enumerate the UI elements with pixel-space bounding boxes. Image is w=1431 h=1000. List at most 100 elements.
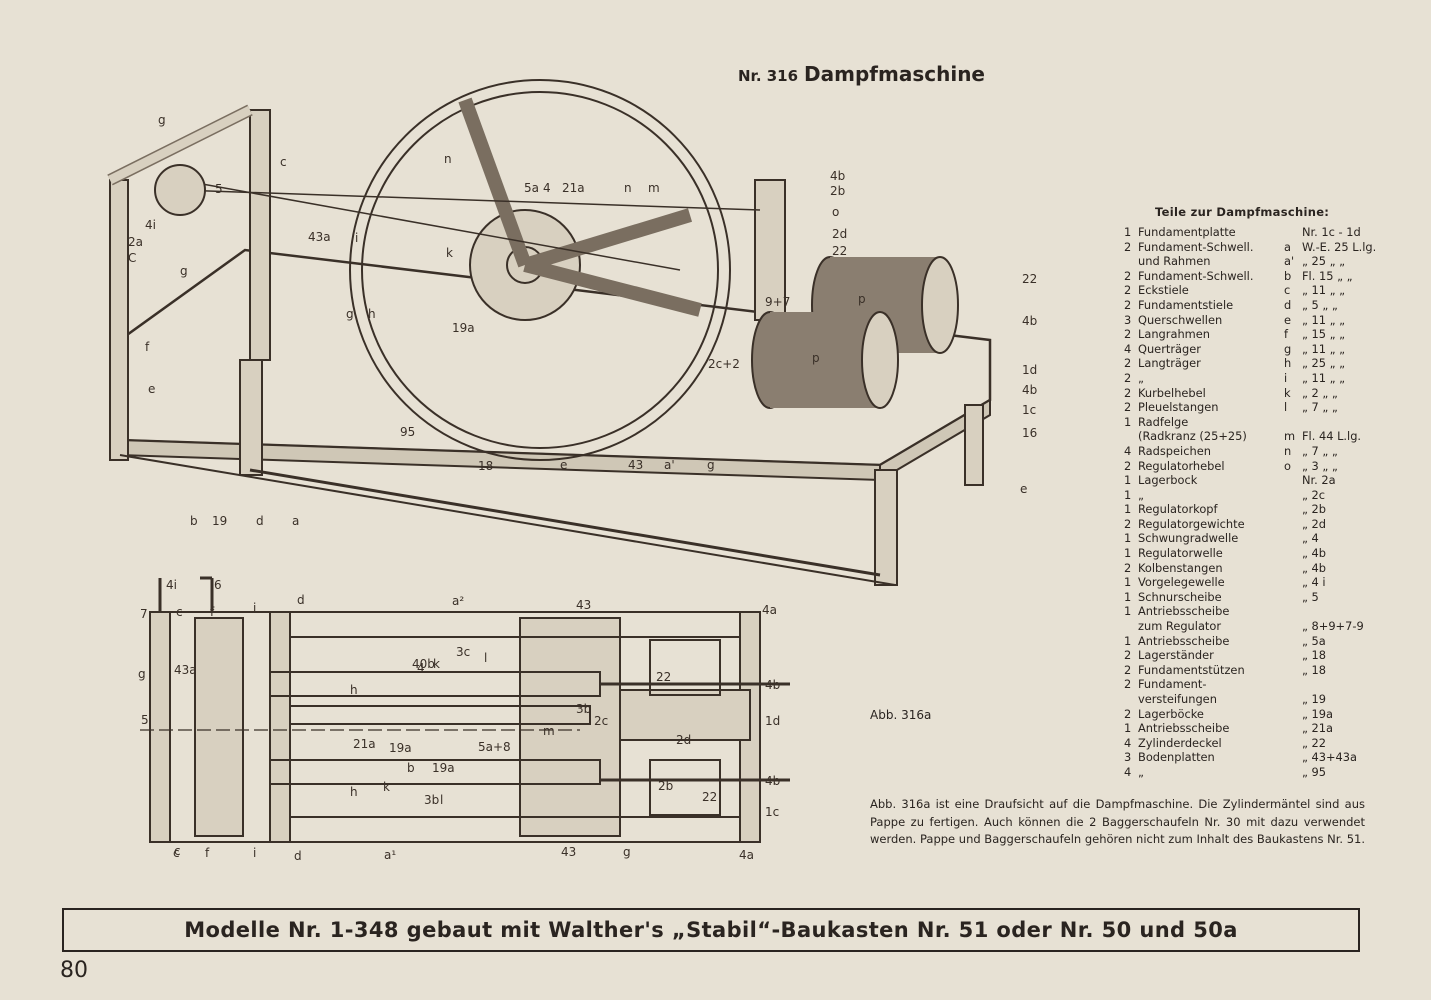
drawing-label: 4b (1022, 383, 1037, 397)
parts-letter (1284, 531, 1302, 546)
parts-dim: „ 4b (1302, 546, 1326, 561)
parts-dim: „ 2d (1302, 516, 1326, 531)
drawing-label: 2b (830, 184, 845, 198)
drawing-label: c (174, 844, 181, 858)
drawing-label: g (707, 458, 715, 472)
drawing-label: n (444, 152, 452, 166)
drawing-label: 4a (739, 848, 754, 862)
drawing-label: 6 (214, 578, 222, 592)
drawing-label: 3b (424, 793, 439, 807)
drawing-label: 5 (215, 182, 223, 196)
parts-dim: „ 21a (1302, 721, 1333, 736)
drawing-label: g (180, 264, 188, 278)
parts-dim: „ 11 „ „ (1302, 341, 1346, 356)
drawing-label: n (624, 181, 632, 195)
parts-dim: „ 19a (1302, 706, 1333, 721)
drawing-label: 4i (145, 218, 156, 232)
drawing-label: h (368, 307, 376, 321)
drawing-label: l (440, 793, 443, 807)
drawing-label: c (280, 155, 287, 169)
parts-letter: e (1284, 312, 1292, 327)
drawing-label: 1d (1022, 363, 1037, 377)
drawing-label: 19 (212, 514, 227, 528)
drawing-label: f (145, 340, 150, 354)
parts-qty: 1 (1124, 225, 1132, 239)
drawing-label: a² (452, 594, 464, 608)
drawing-label: f (205, 846, 210, 860)
drawing-label: 3b (576, 702, 591, 716)
parts-name: „ (1138, 764, 1144, 779)
drawing-label: 5a (524, 181, 539, 195)
parts-name: Querschwellen (1138, 312, 1223, 327)
parts-qty: 2 (1124, 283, 1132, 298)
parts-qty: 2 (1124, 458, 1132, 473)
drawing-label: 4b (765, 774, 780, 788)
parts-qty: 1 (1124, 473, 1132, 488)
parts-name: Fundament- (1138, 677, 1207, 692)
drawing-label: m (543, 724, 555, 738)
parts-name: Querträger (1138, 341, 1201, 356)
drawing-label: 22 (832, 244, 847, 258)
parts-qty: 1 (1124, 487, 1132, 502)
parts-letter (1284, 619, 1302, 634)
parts-letter (1284, 488, 1302, 503)
drawing-label: p (812, 351, 820, 365)
parts-qty: 2 (1124, 268, 1132, 283)
parts-letter: b (1284, 268, 1292, 283)
parts-dim: „ 3 „ „ (1302, 458, 1338, 473)
drawing-label: 2d (676, 733, 691, 747)
parts-dim: „ 8+9+7-9 (1302, 619, 1364, 634)
parts-dim: Nr. 1c - 1d (1302, 225, 1361, 239)
drawing-label: 22 (656, 670, 671, 684)
parts-dim: „ 95 (1302, 764, 1327, 779)
parts-letter (1284, 225, 1302, 240)
drawing-label: g (346, 307, 354, 321)
parts-letter (1284, 634, 1302, 649)
drawing-label: e (1020, 482, 1027, 496)
parts-qty: 1 (1124, 502, 1132, 517)
drawing-label: 2d (832, 227, 847, 241)
drawing-label: k (433, 657, 440, 671)
parts-qty: 2 (1124, 648, 1132, 663)
parts-name: Antriebsscheibe (1138, 721, 1230, 736)
parts-name: Zylinderdeckel (1138, 735, 1222, 750)
parts-letter: g (1284, 341, 1292, 356)
parts-letter (1284, 546, 1302, 561)
parts-name: Regulatorwelle (1138, 546, 1223, 561)
parts-dim: „ 5 (1302, 589, 1319, 604)
parts-dim (1302, 604, 1388, 619)
parts-name: Bodenplatten (1138, 750, 1215, 765)
parts-qty: 2 (1124, 516, 1132, 531)
parts-letter: m (1284, 429, 1296, 444)
parts-dim: „ 4b (1302, 560, 1326, 575)
note-text: Abb. 316a ist eine Draufsicht auf die Da… (870, 797, 1365, 846)
parts-qty: 4 (1124, 443, 1132, 458)
drawing-label: i (253, 601, 256, 615)
parts-name: Schnurscheibe (1138, 589, 1222, 604)
parts-qty: 4 (1124, 735, 1132, 750)
parts-dim: „ 11 „ „ (1302, 370, 1346, 385)
drawing-label: 21a (353, 737, 376, 751)
drawing-label: k (383, 780, 390, 794)
parts-dim: W.-E. 25 L.lg. (1302, 239, 1377, 254)
parts-letter (1284, 575, 1302, 590)
parts-dim: „ 2b (1302, 502, 1326, 517)
drawing-label: b (190, 514, 198, 528)
parts-letter: f (1284, 327, 1289, 342)
